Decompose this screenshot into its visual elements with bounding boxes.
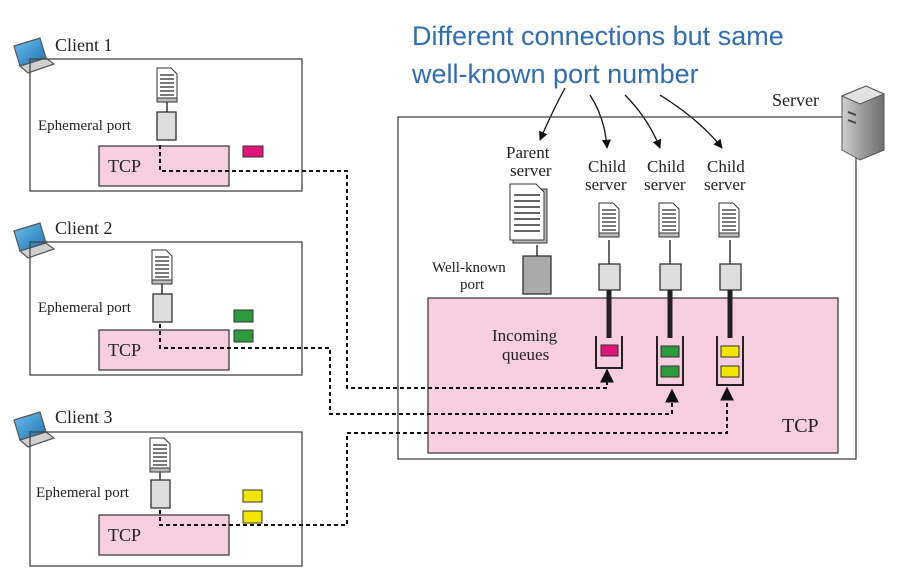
well-known-port <box>522 255 552 295</box>
server-tcp <box>427 297 839 454</box>
server-name: Server <box>772 90 819 110</box>
server-tcp-label: TCP <box>782 415 819 437</box>
parent-server-label-2: server <box>510 161 552 180</box>
client-3-segment <box>242 489 263 503</box>
laptop-icon <box>13 411 55 448</box>
queue-segment <box>660 365 680 378</box>
client-3-name: Client 3 <box>55 407 113 427</box>
document-stack-icon <box>156 67 178 103</box>
connection-client-2 <box>159 324 679 415</box>
child-server-2-label-1: Child <box>647 157 685 176</box>
parent-server-label-1: Parent <box>506 143 550 162</box>
server: Server TCP Parent server Well-known p <box>397 85 886 460</box>
connections <box>159 145 734 526</box>
client-1-tcp <box>98 145 230 187</box>
client-1-tcp-label: TCP <box>108 156 141 176</box>
document-stack-icon <box>598 202 620 238</box>
child-server-2-port <box>659 263 682 291</box>
child-server-3-label-2: server <box>704 175 746 194</box>
client-1-name: Client 1 <box>55 35 113 55</box>
document-stack-icon <box>658 202 680 238</box>
queue-segment <box>720 345 740 358</box>
client-2-box <box>29 241 303 376</box>
incoming-queues-label-1: Incoming <box>492 326 558 345</box>
client-3-tcp-label: TCP <box>108 525 141 545</box>
client-2-port-label: Ephemeral port <box>38 300 132 316</box>
queue-segment <box>660 345 680 358</box>
client-2-segment <box>233 309 254 323</box>
client-1-port-label: Ephemeral port <box>38 118 132 134</box>
incoming-queues-label-2: queues <box>502 345 549 364</box>
client-1: Client 1 Ephemeral port TCP <box>13 35 303 192</box>
child-server-1: Child server <box>585 157 627 369</box>
well-known-label-1: Well-known <box>432 260 506 276</box>
document-stack-icon <box>718 202 740 238</box>
client-1-segment <box>242 145 264 158</box>
client-2: Client 2 Ephemeral port TCP <box>13 218 303 376</box>
connection-client-1 <box>159 145 614 389</box>
parent-server-document-icon <box>509 183 548 244</box>
caption-line-1: Different connections but same <box>412 21 784 51</box>
client-3: Client 3 Ephemeral port TCP <box>13 407 303 567</box>
client-1-port <box>156 111 177 141</box>
client-3-tcp <box>98 514 230 556</box>
child-server-3-port <box>719 263 742 291</box>
client-1-box <box>29 58 303 192</box>
server-box <box>397 116 857 460</box>
client-3-port-label: Ephemeral port <box>36 485 130 501</box>
client-3-segment <box>242 510 263 524</box>
child-server-2-label-2: server <box>644 175 686 194</box>
server-tower-icon <box>840 85 886 161</box>
child-server-1-port <box>598 263 621 291</box>
caption-arrows <box>539 87 723 149</box>
document-stack-icon <box>149 437 171 473</box>
laptop-icon <box>13 37 55 74</box>
client-2-tcp <box>98 329 230 371</box>
client-2-name: Client 2 <box>55 218 113 238</box>
queue-segment <box>600 344 619 357</box>
child-server-3-label-1: Child <box>707 157 745 176</box>
child-server-3: Child server <box>704 157 746 386</box>
queue-segment <box>720 365 740 378</box>
caption-line-2: well-known port number <box>411 59 699 89</box>
child-server-1-label-2: server <box>585 175 627 194</box>
client-2-port <box>152 293 173 323</box>
client-2-segment <box>233 329 254 343</box>
child-server-1-label-1: Child <box>588 157 626 176</box>
client-3-box <box>29 431 303 567</box>
child-server-2: Child server <box>644 157 686 386</box>
client-3-port <box>150 479 171 509</box>
well-known-label-2: port <box>460 277 485 293</box>
client-2-tcp-label: TCP <box>108 340 141 360</box>
document-stack-icon <box>151 249 173 285</box>
connection-client-3 <box>159 386 734 526</box>
laptop-icon <box>13 222 55 259</box>
